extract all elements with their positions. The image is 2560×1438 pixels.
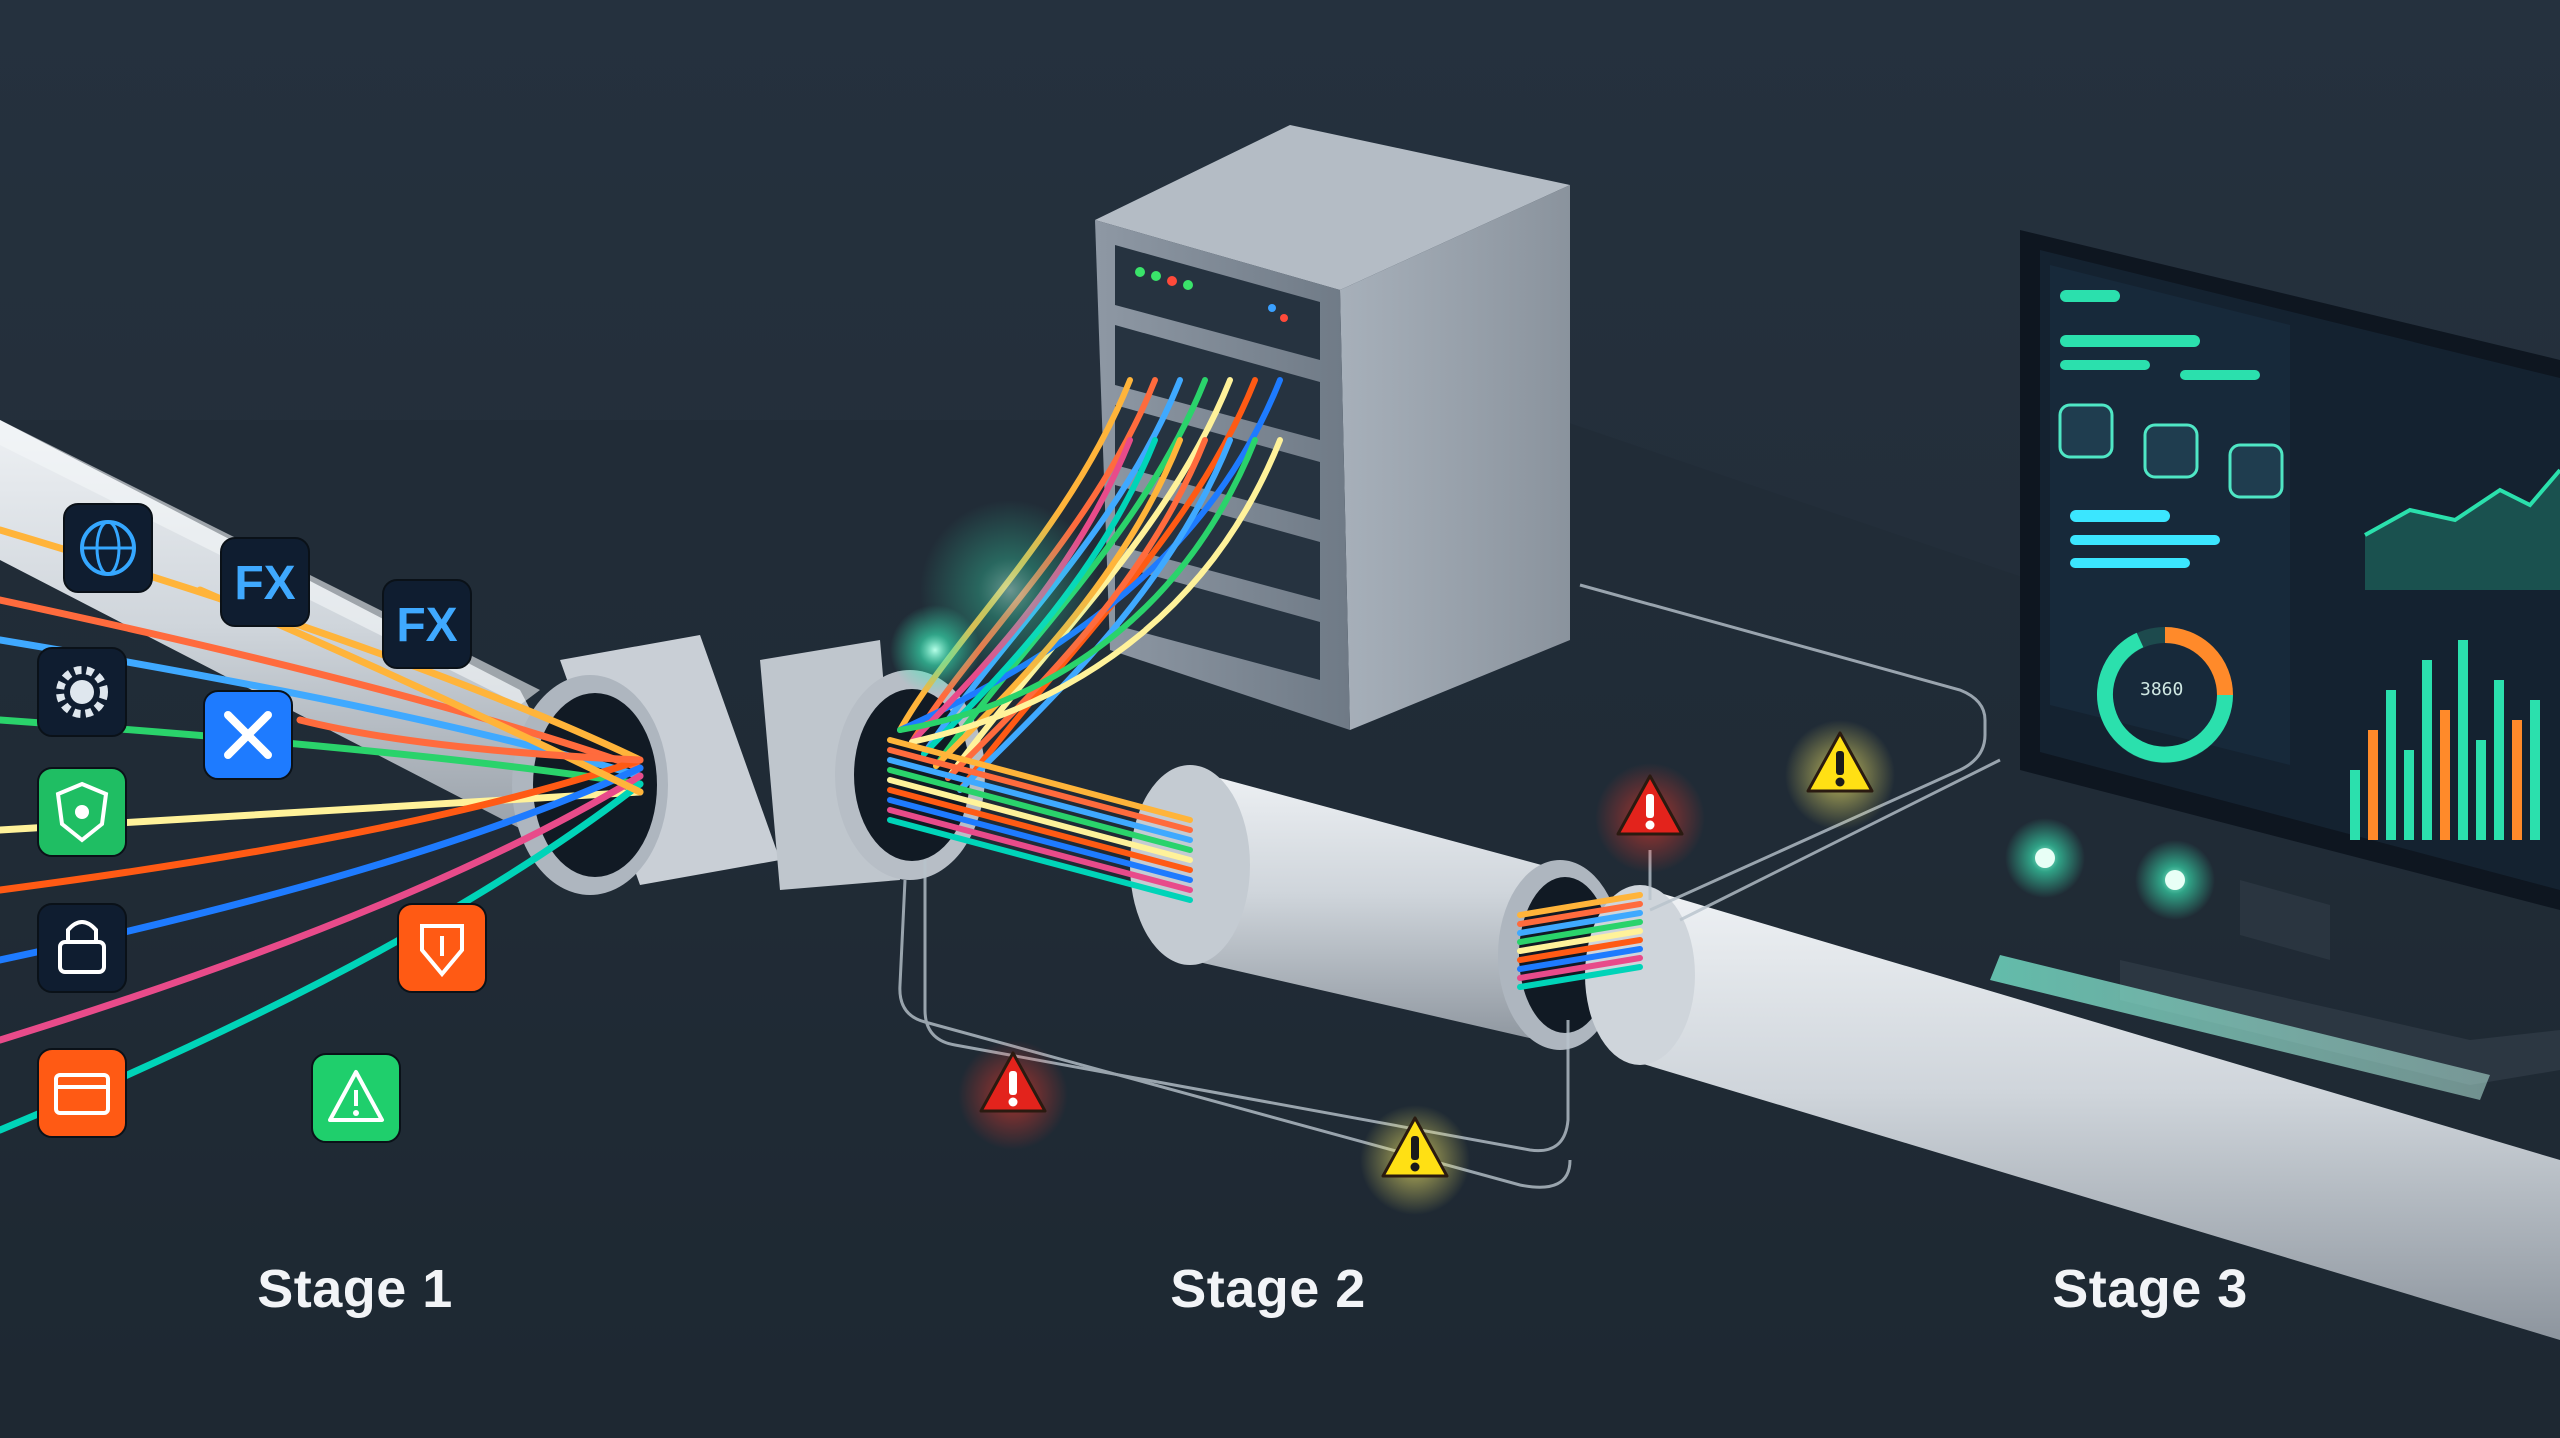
bundle-cable (1517, 937, 1643, 963)
bundle-cable (887, 817, 1193, 903)
bundle-cable (887, 767, 1193, 853)
bundle-cables (887, 737, 1643, 990)
input-cable (0, 596, 644, 772)
folder-icon (37, 1048, 127, 1138)
rack-cable (897, 377, 1283, 733)
server-rack (1095, 125, 1570, 730)
line-chart (2364, 468, 2560, 590)
chart-bar (2422, 660, 2432, 840)
close-icon (203, 690, 293, 780)
warning-alert-icon (1360, 1105, 1470, 1215)
fx-icon-label: FX (396, 599, 457, 652)
stage-2-label: Stage 2 (1170, 1259, 1366, 1319)
bundle-cable (887, 787, 1193, 873)
bundle-cable (1517, 919, 1643, 945)
chart-bar (2368, 730, 2378, 840)
critical-alert-icon (1595, 763, 1705, 873)
bundle-cable (1517, 928, 1643, 954)
alerts (958, 720, 1895, 1215)
chart-bar (2404, 750, 2414, 840)
bundle-cable (1517, 901, 1643, 927)
critical-alert-icon (958, 1040, 1068, 1150)
fx-icon: FX (382, 579, 472, 669)
input-cable (296, 716, 644, 764)
bundle-cable (887, 807, 1193, 893)
globe-icon (63, 503, 153, 593)
bundle-cable (887, 737, 1193, 823)
input-cable (0, 756, 644, 894)
rack-cable (957, 437, 1233, 793)
bundle-cable (1517, 892, 1643, 918)
bundle-cable (1517, 946, 1643, 972)
bundle-cable (887, 777, 1193, 863)
stage-3-pipe (1585, 885, 2560, 1340)
source-icons: FX FX (37, 503, 487, 1143)
dashboard-bars (2060, 290, 2260, 568)
status-leds (1135, 267, 1288, 322)
warning-alert-icon (1785, 720, 1895, 830)
dashboard-monitor: 3860 (2020, 230, 2560, 1085)
floor-lights (1990, 818, 2490, 1100)
chart-bar (2512, 720, 2522, 840)
gear-icon (37, 647, 127, 737)
bundle-cable (1517, 910, 1643, 936)
dashboard-icons (2058, 403, 2284, 499)
warning-icon (311, 1053, 401, 1143)
lock-icon (37, 903, 127, 993)
bundle-cable (1517, 964, 1643, 990)
particle-spray (890, 500, 1100, 695)
rack-cable (909, 437, 1283, 745)
tag-icon (397, 903, 487, 993)
bundle-cable (887, 797, 1193, 883)
donut-chart: 3860 (2097, 627, 2233, 763)
donut-readout: 3860 (2140, 679, 2183, 700)
input-cables (0, 526, 644, 1134)
input-cable (0, 772, 644, 1044)
chart-bar (2458, 640, 2468, 840)
bundle-cable (887, 747, 1193, 833)
rack-cable (897, 437, 1258, 733)
chart-bar (2494, 680, 2504, 840)
chart-bar (2476, 740, 2486, 840)
shield-icon (37, 767, 127, 857)
fx-icon: FX (220, 537, 310, 627)
bundle-cable (1517, 955, 1643, 981)
chart-bar (2440, 710, 2450, 840)
stage-1-label: Stage 1 (257, 1259, 453, 1319)
stage-2-pipe (1130, 765, 1622, 1050)
stage-3-label: Stage 3 (2052, 1259, 2248, 1319)
chart-bar (2386, 690, 2396, 840)
bundle-cable (887, 757, 1193, 843)
bar-chart (2350, 640, 2540, 840)
chart-bar (2350, 770, 2360, 840)
fx-icon-label: FX (234, 557, 295, 610)
chart-bar (2530, 700, 2540, 840)
